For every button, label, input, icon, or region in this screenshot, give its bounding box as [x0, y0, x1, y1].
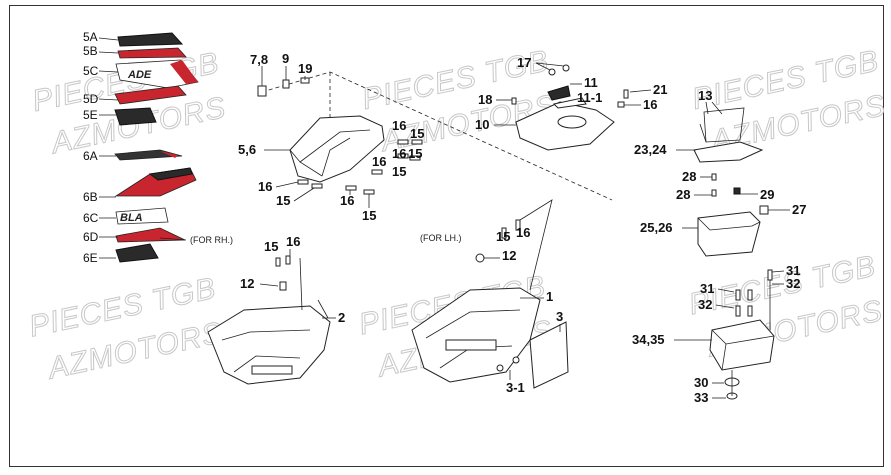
callout-label: 16 — [643, 97, 657, 112]
callout-label: 12 — [240, 276, 254, 291]
callout-label: 33 — [694, 390, 708, 405]
callout-label: 27 — [792, 202, 806, 217]
callout-label: 28 — [682, 169, 696, 184]
footrest-rh — [207, 255, 331, 385]
callout-label: 16 — [392, 118, 406, 133]
callout-label: 15 — [392, 164, 406, 179]
decal-set: ADE BLA — [98, 32, 199, 263]
callout-label: 29 — [760, 187, 774, 202]
callout-label: 16 — [392, 146, 406, 161]
svg-text:BLA: BLA — [120, 212, 143, 224]
storage-box — [693, 107, 769, 257]
callout-label: 11-1 — [577, 90, 602, 105]
callout-label: 16 — [516, 225, 530, 240]
callout-label: 31 — [786, 263, 800, 278]
callout-label: 6B — [83, 190, 98, 204]
callout-label: 15 — [410, 126, 424, 141]
front-fender — [257, 71, 613, 201]
callout-label: 30 — [694, 375, 708, 390]
callout-label: 6A — [83, 149, 98, 163]
bracket-body — [709, 319, 775, 371]
callout-label: 3-1 — [506, 380, 525, 395]
callout-label: 23,24 — [634, 142, 667, 157]
callout-label: 13 — [698, 88, 712, 103]
callout-label: 11 — [584, 75, 598, 90]
decal-labels: 5A 5B 5C 5D 5E 6A 6B 6C 6D 6E (FOR RH.) — [83, 30, 233, 265]
cover-labels: 17 11 11-1 18 10 21 16 — [475, 55, 667, 132]
decal-6c — [115, 207, 169, 225]
callout-label: 7,8 — [250, 52, 268, 67]
callout-label: 15 — [264, 239, 278, 254]
callout-label: 15 — [362, 208, 376, 223]
fender-body — [289, 115, 385, 183]
decal-5b — [117, 47, 187, 59]
decal-6d — [115, 227, 186, 243]
decal-5e — [114, 107, 157, 126]
rh-labels: 15 16 12 2 — [240, 234, 345, 325]
decal-5d — [114, 85, 187, 105]
callout-label: 3 — [556, 309, 563, 324]
callout-label: 9 — [282, 51, 289, 66]
callout-label: 5C — [83, 64, 99, 78]
callout-label: 21 — [653, 82, 667, 97]
center-cover — [511, 64, 629, 151]
callout-label: 28 — [676, 187, 690, 202]
bracket-assembly — [709, 269, 775, 400]
decal-6e — [115, 243, 159, 263]
note-for-rh: (FOR RH.) — [190, 235, 233, 245]
callout-label: 12 — [502, 248, 516, 263]
callout-label: 17 — [517, 55, 531, 70]
callout-label: 15 — [408, 146, 422, 161]
callout-label: 2 — [338, 310, 345, 325]
svg-text:ADE: ADE — [127, 69, 152, 81]
callout-label: 32 — [786, 276, 800, 291]
note-for-lh: (FOR LH.) — [420, 233, 462, 243]
decal-5a — [117, 32, 184, 47]
bracket-labels: 31 31 32 32 34,35 30 33 — [632, 263, 800, 405]
cover-bracket — [547, 85, 571, 101]
callout-label: 16 — [372, 154, 386, 169]
callout-label: 31 — [700, 281, 714, 296]
callout-label: 6D — [83, 230, 99, 244]
callout-label: 5E — [83, 108, 98, 122]
callout-label: 16 — [286, 234, 300, 249]
callout-label: 10 — [475, 117, 489, 132]
callout-label: 19 — [298, 61, 312, 76]
callout-label: 15 — [276, 193, 290, 208]
footrest-lh — [411, 199, 569, 389]
callout-label: 15 — [496, 229, 510, 244]
lh-labels: (FOR LH.) 15 16 12 1 3 3-1 — [420, 225, 563, 395]
callout-label: 34,35 — [632, 332, 665, 347]
callout-label: 1 — [546, 289, 553, 304]
callout-label: 32 — [698, 297, 712, 312]
fender-labels: 7,8 9 19 5,6 16 15 16 15 16 15 16 15 16 … — [238, 51, 424, 223]
callout-label: 18 — [478, 92, 492, 107]
callout-label: 5A — [83, 30, 98, 44]
callout-label: 5D — [83, 92, 99, 106]
box-body — [697, 211, 761, 257]
footrest-rh-body — [207, 305, 331, 385]
box-lid — [693, 141, 764, 163]
callout-label: 6E — [83, 251, 98, 265]
callout-label: 16 — [258, 179, 272, 194]
callout-label: 25,26 — [640, 220, 673, 235]
callout-label: 5,6 — [238, 142, 256, 157]
callout-label: 6C — [83, 211, 99, 225]
footrest-lh-panel — [529, 321, 569, 389]
callout-label: 16 — [340, 193, 354, 208]
box-labels: 13 23,24 28 28 29 27 25,26 — [634, 88, 806, 235]
callout-label: 5B — [83, 44, 98, 58]
